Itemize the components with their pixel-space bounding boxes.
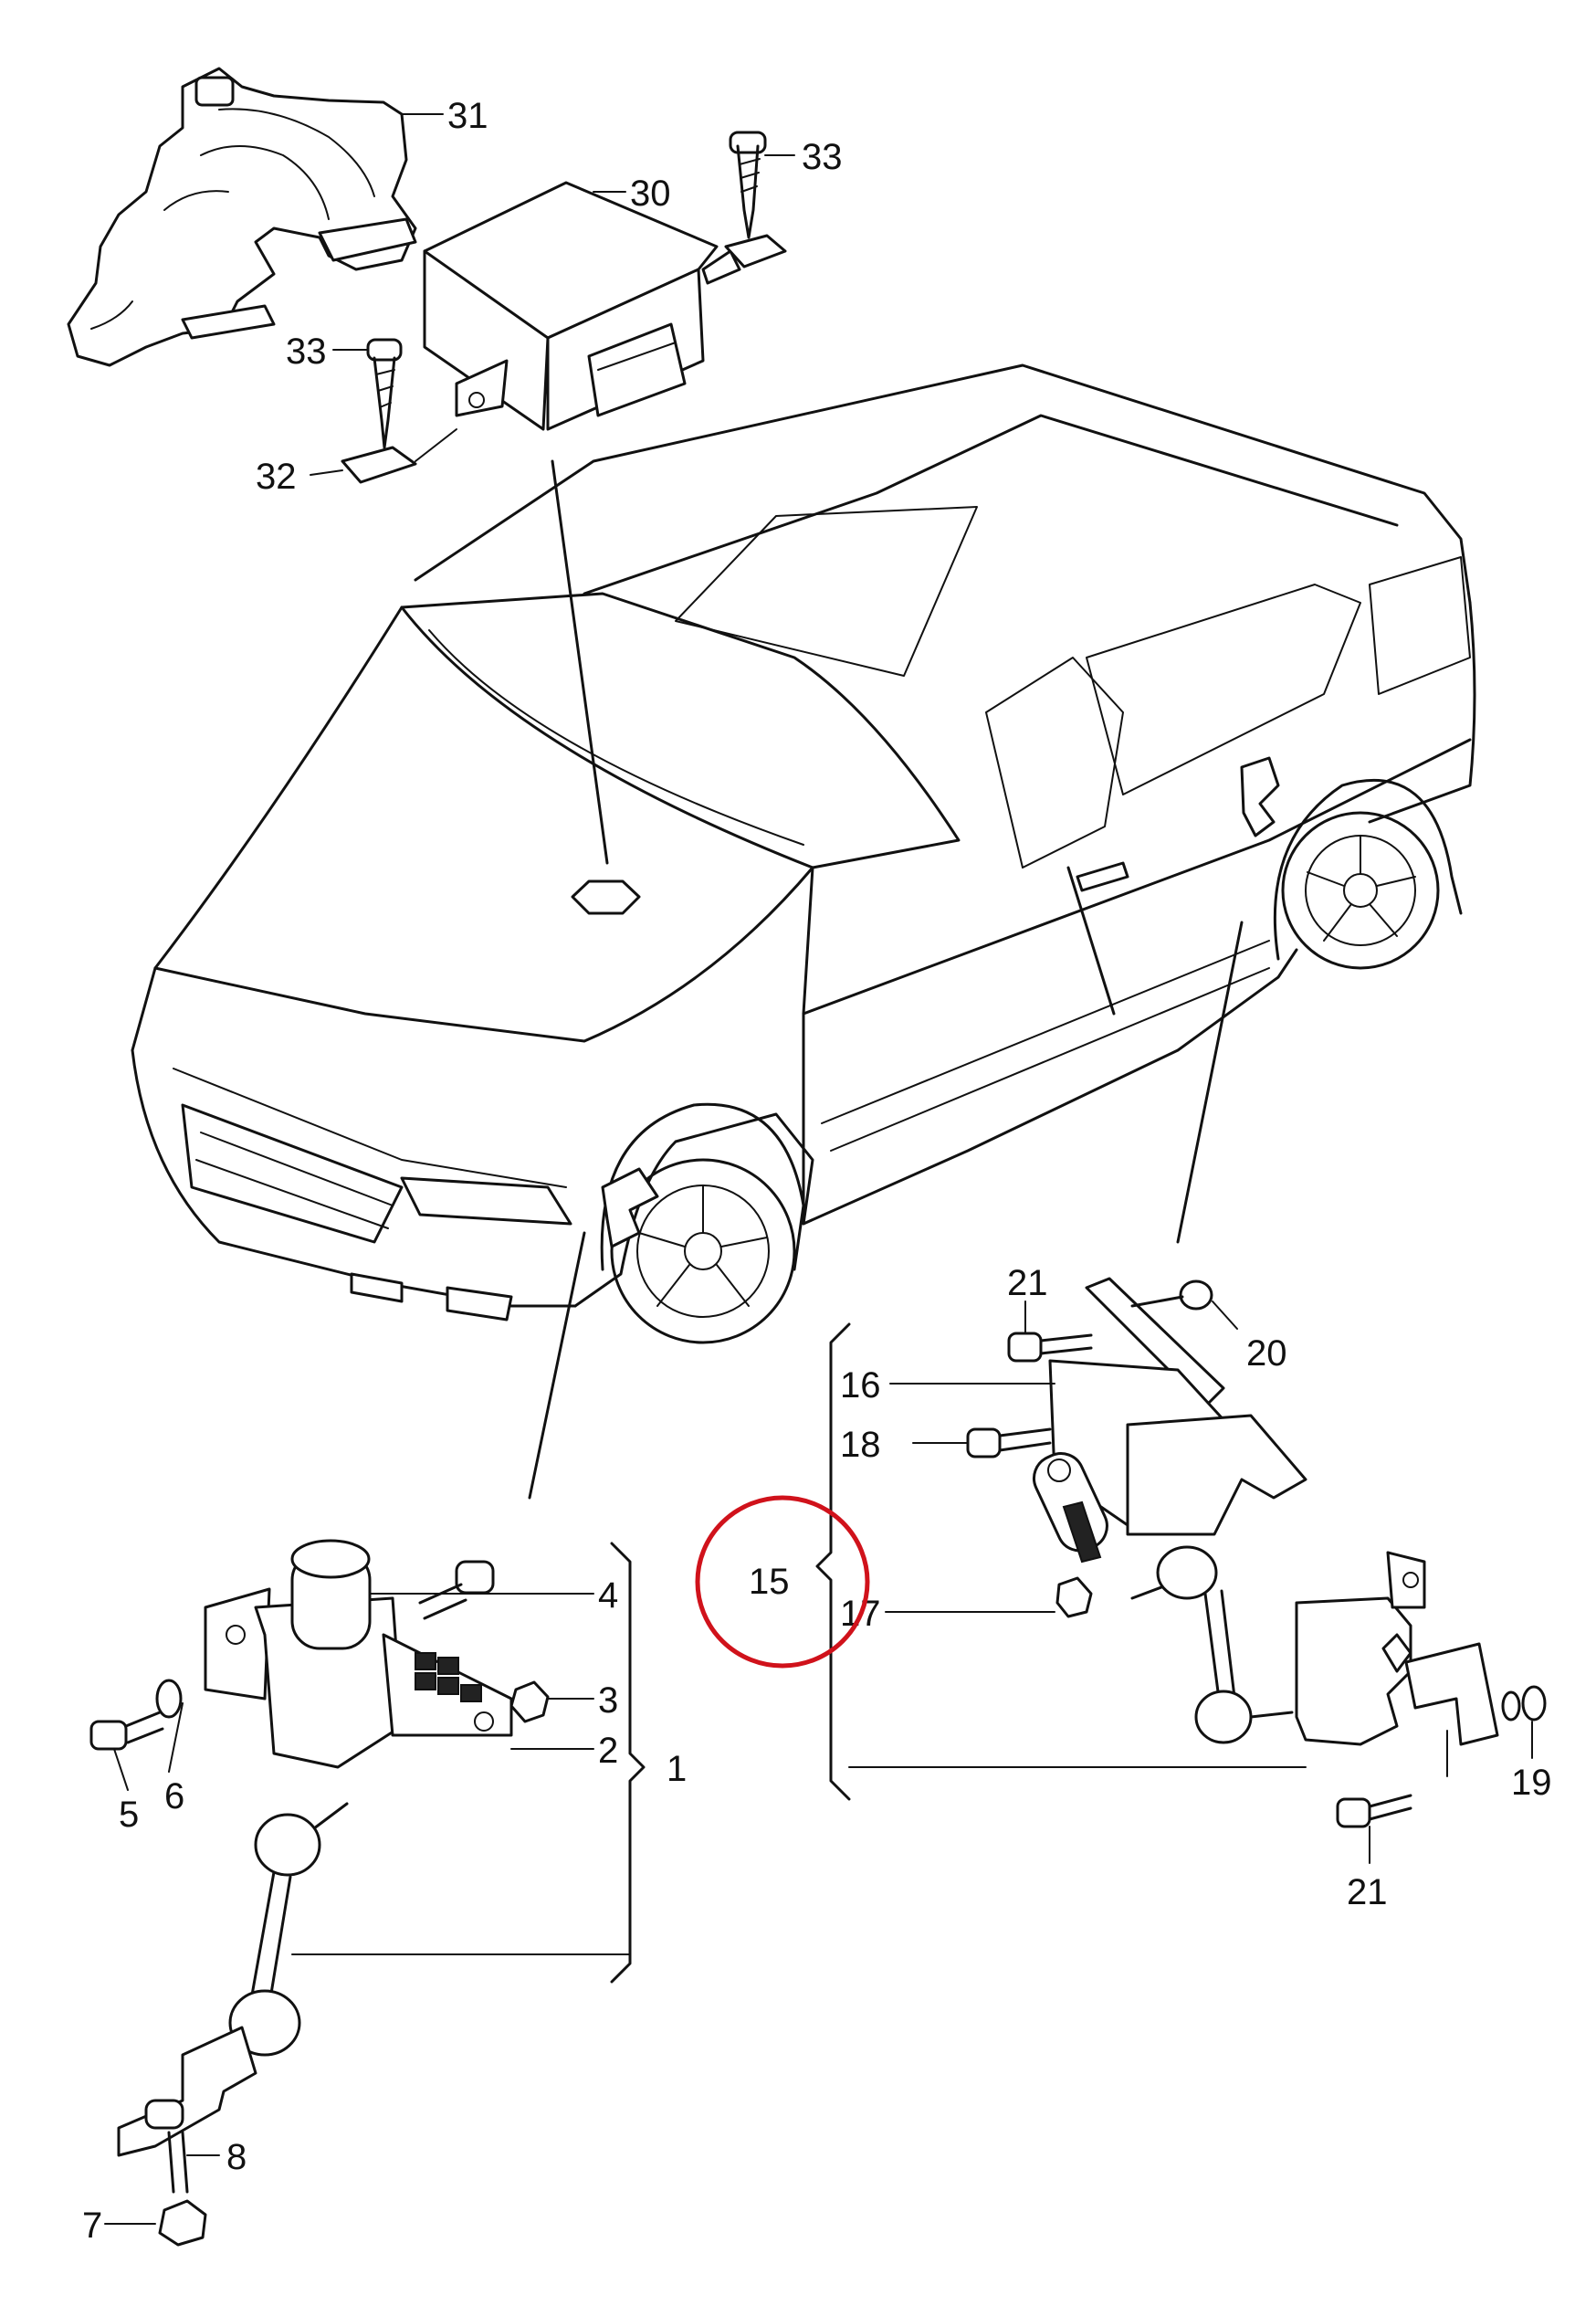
bracket-31-drawing — [67, 67, 417, 367]
screw-33-top-drawing — [724, 131, 787, 269]
callout-5: 5 — [119, 1795, 139, 1835]
callout-21-bottom: 21 — [1347, 1872, 1388, 1912]
callout-2: 2 — [598, 1731, 618, 1771]
callout-6: 6 — [164, 1776, 184, 1816]
callout-3: 3 — [598, 1680, 618, 1721]
callout-18: 18 — [840, 1425, 881, 1465]
highlight-circle-15 — [695, 1495, 870, 1669]
screw-33-left-drawing — [341, 338, 417, 484]
callout-19: 19 — [1511, 1763, 1552, 1803]
callout-7: 7 — [82, 2206, 102, 2246]
callout-33-left: 33 — [286, 332, 327, 372]
hexagon-icon — [571, 879, 641, 915]
callout-32: 32 — [256, 457, 297, 497]
leader-control-unit — [551, 459, 609, 865]
callout-30: 30 — [630, 174, 671, 214]
leader-32 — [310, 469, 343, 476]
control-unit-30-drawing — [423, 181, 741, 431]
car-drawing — [131, 363, 1476, 1344]
brace-group-15 — [815, 1322, 851, 1801]
leader-5 — [113, 1748, 129, 1791]
callout-1: 1 — [667, 1749, 687, 1789]
callout-15: 15 — [749, 1562, 790, 1602]
callout-4: 4 — [598, 1575, 618, 1616]
callout-33-top: 33 — [802, 137, 843, 177]
leader-front-sensor — [528, 1231, 586, 1500]
callout-31: 31 — [447, 96, 488, 136]
leader-rear-sensor — [1176, 921, 1244, 1244]
callout-21-top: 21 — [1007, 1263, 1048, 1303]
callout-16: 16 — [840, 1365, 881, 1406]
callout-20: 20 — [1246, 1333, 1287, 1374]
leader-20 — [1212, 1300, 1238, 1330]
leader-32-clip — [415, 428, 457, 462]
callout-8: 8 — [226, 2137, 247, 2177]
rear-level-sensor-drawing — [966, 1277, 1547, 1828]
front-level-sensor-drawing — [89, 1539, 550, 2247]
leader-6 — [168, 1702, 184, 1773]
brace-group-1 — [610, 1542, 646, 1984]
